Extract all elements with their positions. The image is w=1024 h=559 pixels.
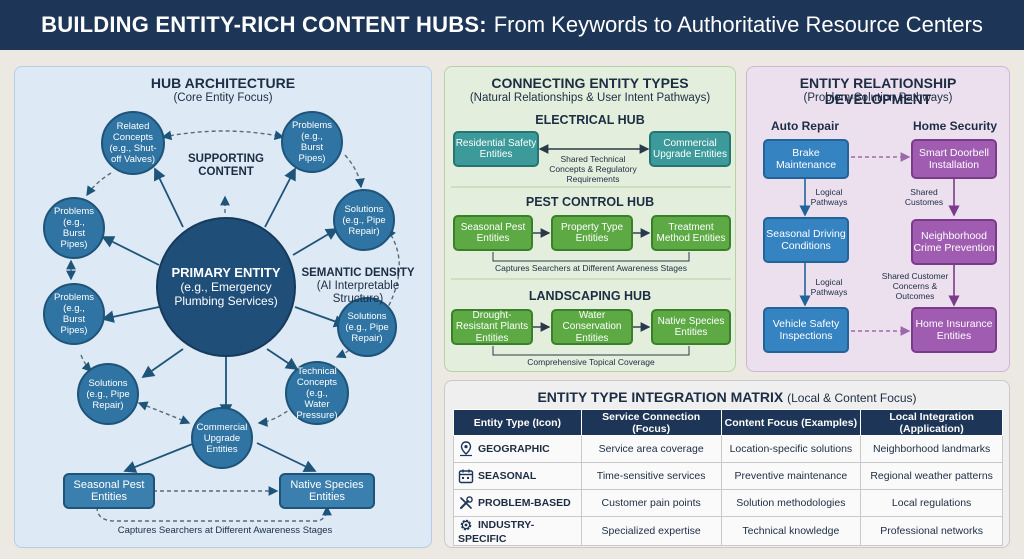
semantic-density-label: SEMANTIC DENSITY (AI Interpretable Struc… [293,267,423,306]
home-note-2: Shared Customer Concerns & Outcomes [881,271,949,301]
matrix-title-suffix: (Local & Content Focus) [787,391,917,405]
gear-icon [460,519,472,531]
semantic-density-sub: (AI Interpretable Structure) [316,280,400,305]
home-security-heading: Home Security [912,119,998,133]
relation-subtitle: (Problem-Solution Pathways) [803,92,953,104]
hub-node-problems-left-2: Problems (e.g., Burst Pipes) [43,283,105,345]
hub-node-problems-left-1: Problems (e.g., Burst Pipes) [43,197,105,259]
integration-matrix-panel: ENTITY TYPE INTEGRATION MATRIX (Local & … [444,380,1010,548]
matrix-type-label: GEOGRAPHIC [478,443,550,455]
tools-icon [460,496,473,509]
auto-note-2: Logical Pathways [810,277,848,297]
matrix-cell-type: INDUSTRY-SPECIFIC [453,515,582,547]
table-row: INDUSTRY-SPECIFIC Specialized expertise … [453,515,1003,547]
matrix-cell-local: Local regulations [860,489,1003,517]
auto-box-brake: Brake Maintenance [763,139,849,179]
auto-repair-heading: Auto Repair [770,119,839,133]
hub-node-solutions-right-1: Solutions (e.g., Pipe Repair) [333,189,395,251]
hub-box-native-species: Native Species Entities [279,473,375,509]
primary-entity-title: PRIMARY ENTITY [171,265,281,280]
matrix-cell-content: Solution methodologies [720,489,862,517]
relation-title: ENTITY RELATIONSHIP DEVELOPMENT [799,75,957,107]
connect-arrows [451,144,731,356]
matrix-title: ENTITY TYPE INTEGRATION MATRIX (Local & … [445,389,1009,405]
integration-matrix-table: Entity Type (Icon) Service Connection (F… [453,409,1003,547]
matrix-cell-type: PROBLEM-BASED [453,489,582,517]
semantic-density-title: SEMANTIC DENSITY [301,267,415,279]
home-box-insurance: Home Insurance Entities [911,307,997,353]
hub-caption: Captures Searchers at Different Awarenes… [117,525,333,536]
table-row: SEASONAL Time-sensitive services Prevent… [453,462,1003,490]
electrical-residential-box: Residential Safety Entities [453,131,539,167]
table-row: PROBLEM-BASED Customer pain points Solut… [453,489,1003,517]
hub-node-solutions-right-2: Solutions (e.g., Pipe Repair) [337,297,397,357]
hub-node-technical-concepts: Technical Concepts (e.g., Water Pressure… [285,361,349,425]
hub-node-commercial-upgrade: Commercial Upgrade Entities [191,407,253,469]
page-title: BUILDING ENTITY-RICH CONTENT HUBS: From … [0,0,1024,50]
hub-node-solutions-left: Solutions (e.g., Pipe Repair) [77,363,139,425]
pest-note: Captures Searchers at Different Awarenes… [495,263,687,273]
matrix-header-entity-type: Entity Type (Icon) [453,409,582,436]
calendar-icon [458,469,474,484]
electrical-commercial-box: Commercial Upgrade Entities [649,131,731,167]
connecting-entity-types-panel: CONNECTING ENTITY TYPES (Natural Relatio… [444,66,736,372]
matrix-type-label: SEASONAL [478,470,537,482]
pest-hub-title: PEST CONTROL HUB [525,195,655,209]
matrix-cell-service: Specialized expertise [580,515,722,547]
page-title-rest: From Keywords to Authoritative Resource … [493,12,983,37]
hub-subtitle: (Core Entity Focus) [173,92,273,104]
landscaping-box-drought: Drought-Resistant Plants Entities [451,309,533,345]
pest-box-seasonal: Seasonal Pest Entities [453,215,533,251]
hub-title: HUB ARCHITECTURE [150,75,296,91]
supporting-content-label: SUPPORTING CONTENT [187,153,265,178]
landscaping-note: Comprehensive Topical Coverage [527,357,655,367]
matrix-header-local: Local Integration (Application) [860,409,1003,436]
hub-box-seasonal-pest: Seasonal Pest Entities [63,473,155,509]
relation-arrows [799,152,960,336]
matrix-header-row: Entity Type (Icon) Service Connection (F… [453,409,1003,436]
landscaping-box-water: Water Conservation Entities [551,309,633,345]
primary-spokes [101,167,347,417]
connect-subtitle: (Natural Relationships & User Intent Pat… [469,92,711,104]
electrical-note: Shared Technical Concepts & Regulatory R… [549,154,637,184]
matrix-cell-type: SEASONAL [453,462,582,490]
matrix-header-service: Service Connection (Focus) [580,409,722,436]
home-note-1: Shared Customes [904,187,944,207]
matrix-cell-local: Professional networks [860,515,1003,547]
pest-box-treatment: Treatment Method Entities [651,215,731,251]
matrix-cell-local: Neighborhood landmarks [860,435,1003,463]
electrical-hub-title: ELECTRICAL HUB [535,113,645,127]
matrix-header-content: Content Focus (Examples) [720,409,862,436]
matrix-cell-type: GEOGRAPHIC [453,435,582,463]
commercial-branches [123,442,317,473]
hub-node-problems-top: Problems (e.g., Burst Pipes) [281,111,343,173]
hub-node-related-concepts: Related Concepts (e.g., Shut-off Valves) [101,111,165,175]
landscaping-hub-title: LANDSCAPING HUB [528,289,652,303]
matrix-cell-content: Location-specific solutions [720,435,862,463]
page-title-bold: BUILDING ENTITY-RICH CONTENT HUBS: [41,12,487,37]
home-box-doorbell: Smart Doorbell Installation [911,139,997,179]
home-box-crime-prevention: Neighborhood Crime Prevention [911,219,997,265]
matrix-cell-content: Technical knowledge [720,515,862,547]
location-pin-icon [460,441,472,457]
auto-note-1: Logical Pathways [810,187,848,207]
connect-title: CONNECTING ENTITY TYPES [491,75,689,91]
matrix-cell-service: Customer pain points [580,489,722,517]
matrix-title-main: ENTITY TYPE INTEGRATION MATRIX [537,389,784,405]
matrix-cell-content: Preventive maintenance [720,462,862,490]
matrix-type-label: INDUSTRY-SPECIFIC [458,519,535,546]
primary-entity-node: PRIMARY ENTITY(e.g., Emergency Plumbing … [156,217,296,357]
matrix-cell-local: Regional weather patterns [860,462,1003,490]
auto-box-vehicle-safety: Vehicle Safety Inspections [763,307,849,353]
entity-relationship-panel: ENTITY RELATIONSHIP DEVELOPMENT (Problem… [746,66,1010,372]
matrix-cell-service: Service area coverage [580,435,722,463]
pest-box-property: Property Type Entities [551,215,633,251]
matrix-type-label: PROBLEM-BASED [478,497,571,509]
primary-entity-detail: (e.g., Emergency Plumbing Services) [174,280,278,308]
auto-box-seasonal-driving: Seasonal Driving Conditions [763,217,849,263]
landscaping-box-native: Native Species Entities [651,309,731,345]
matrix-cell-service: Time-sensitive services [580,462,722,490]
table-row: GEOGRAPHIC Service area coverage Locatio… [453,435,1003,463]
hub-architecture-panel: HUB ARCHITECTURE (Core Entity Focus) PRI… [14,66,432,548]
